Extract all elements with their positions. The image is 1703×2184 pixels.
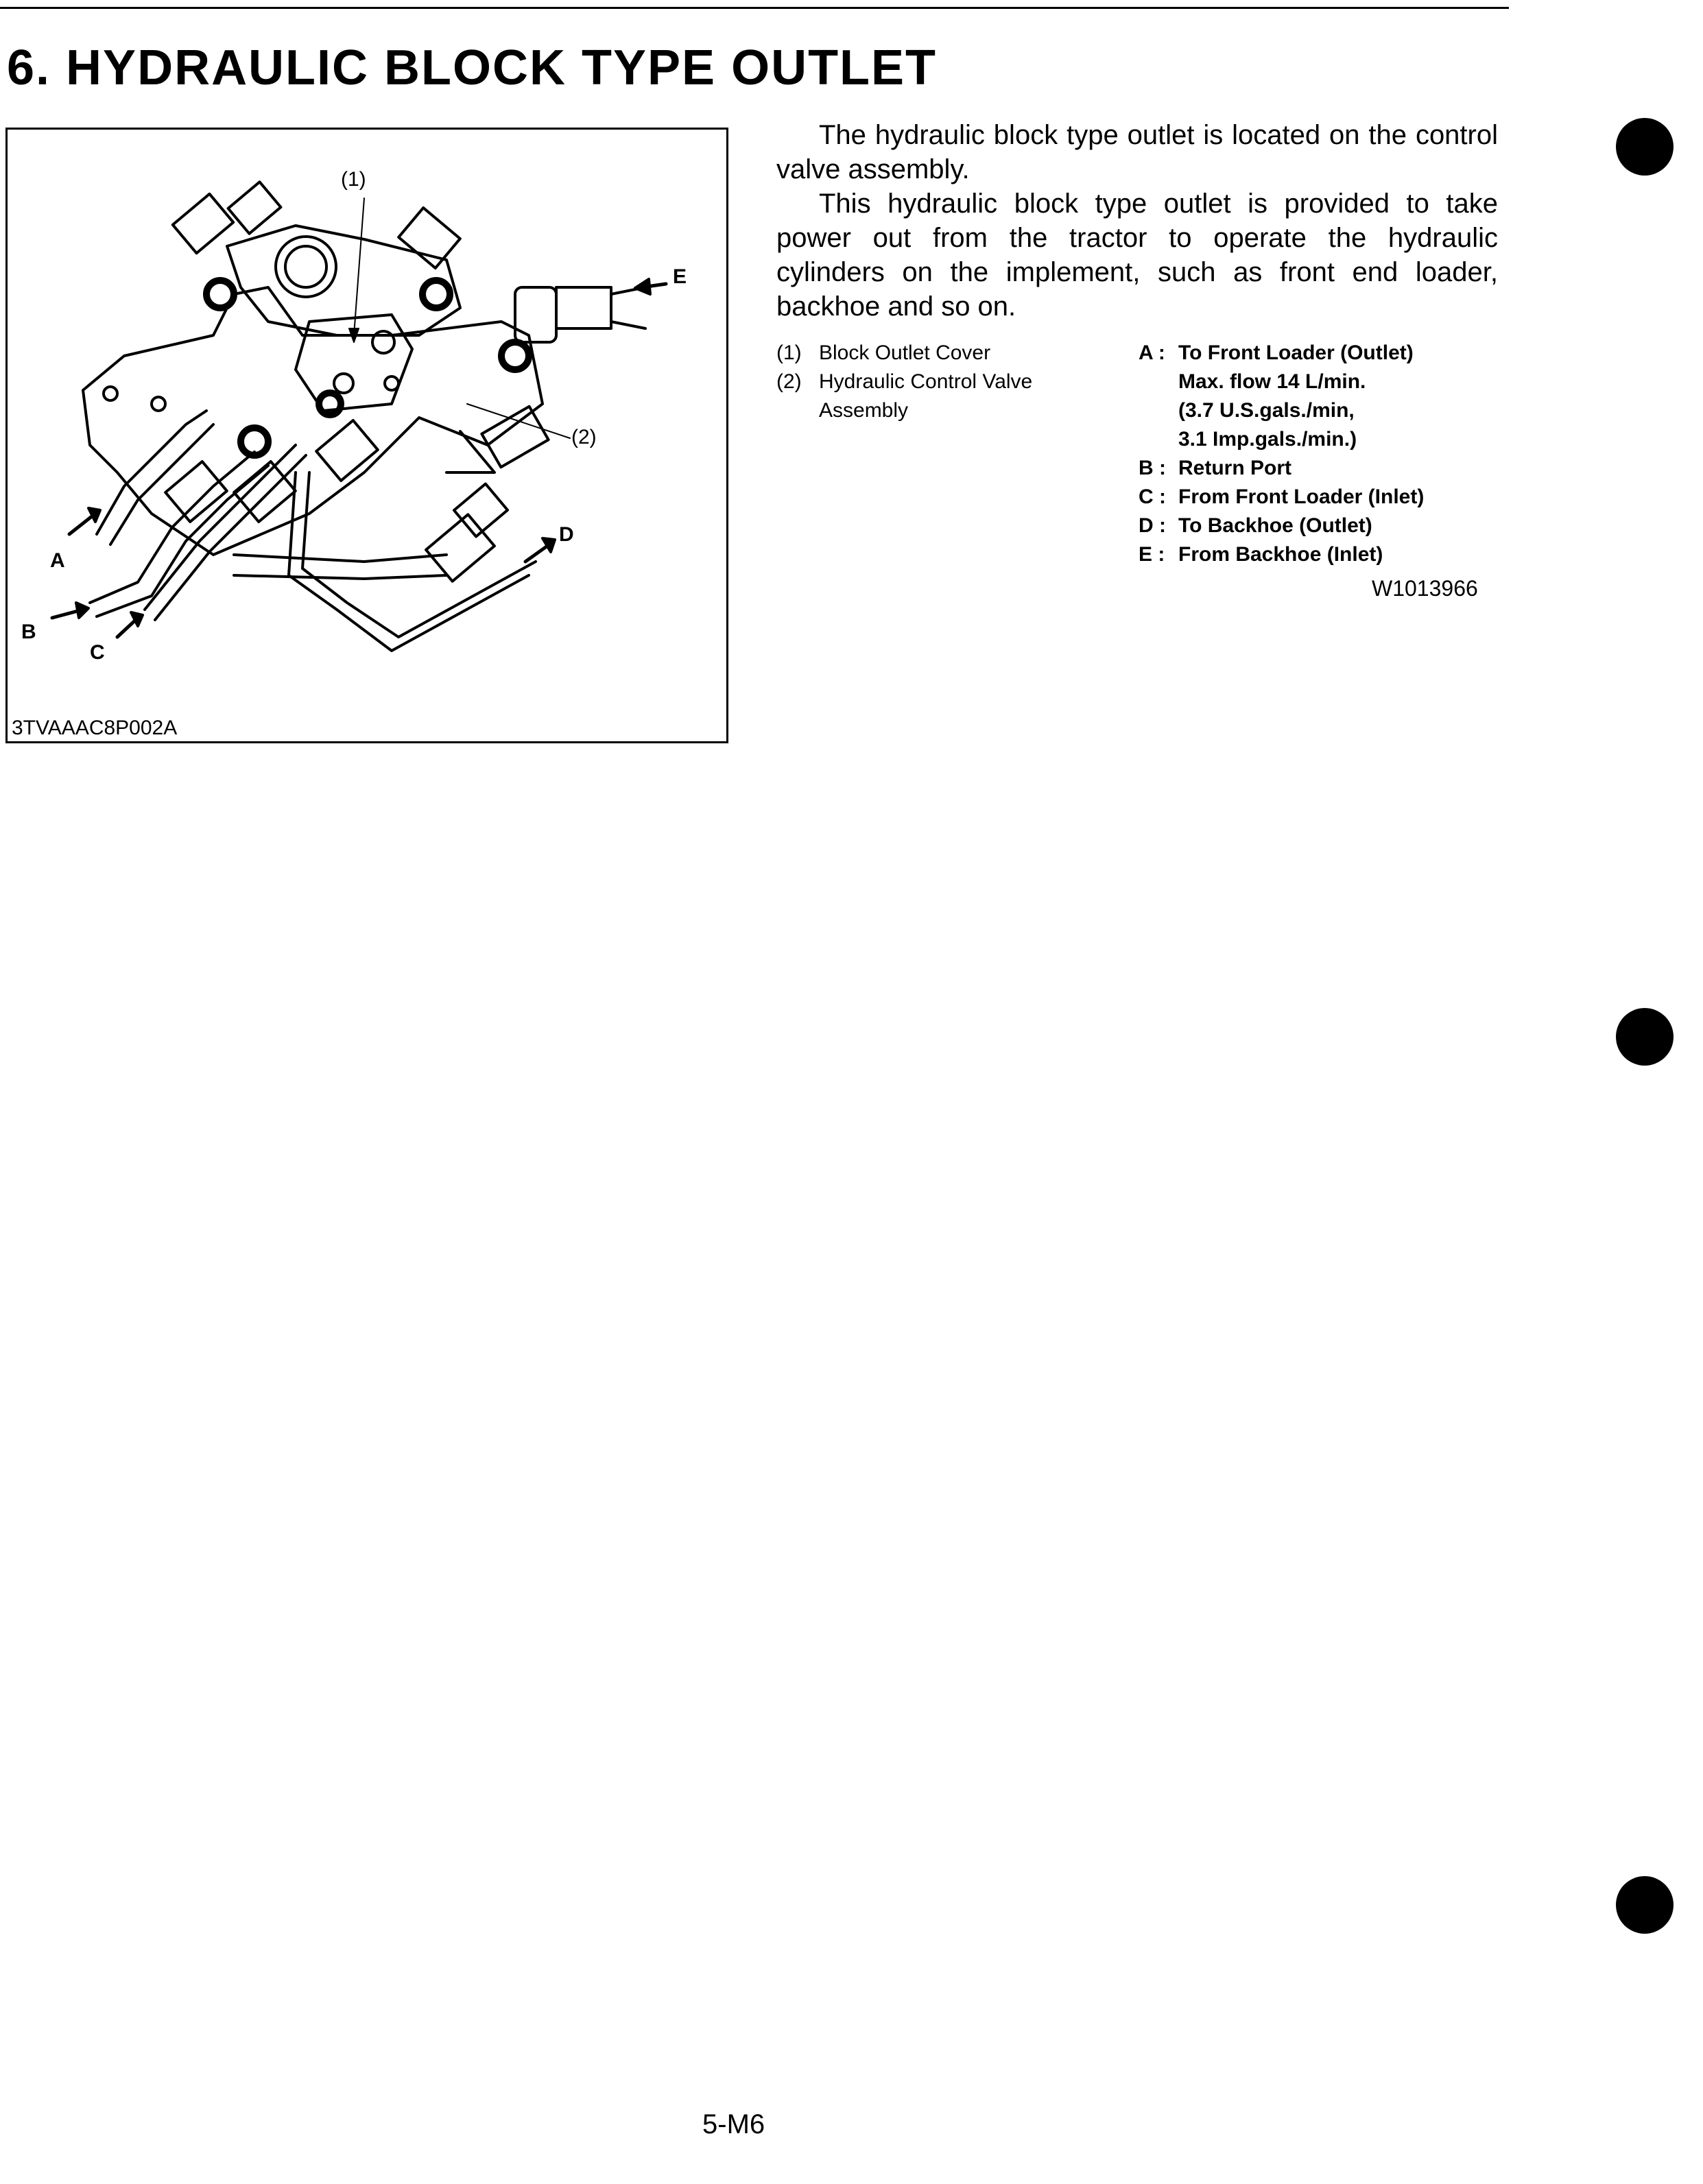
port-ring [274,235,337,298]
port-ring-inner [284,245,328,289]
binder-hole [1616,1008,1674,1066]
parts-legend: (1)Block Outlet Cover (2)Hydraulic Contr… [776,339,1032,425]
port-item: Max. flow 14 L/min. [1178,370,1366,393]
callout-b: B [21,621,36,643]
port-item: B :Return Port [1139,457,1291,479]
legend-item: Assembly [819,399,909,422]
port-item: A :To Front Loader (Outlet) [1139,341,1414,364]
tube-a [95,409,208,536]
section-title: 6. HYDRAULIC BLOCK TYPE OUTLET [7,40,938,95]
document-code: W1013966 [1372,576,1478,601]
body-paragraph-1: The hydraulic block type outlet is locat… [776,120,1498,184]
port-item: 3.1 Imp.gals./min.) [1178,428,1357,451]
binder-hole [1616,1876,1674,1934]
ports-legend: A :To Front Loader (Outlet) Max. flow 14… [1139,339,1424,569]
port-item: D :To Backhoe (Outlet) [1139,514,1372,537]
leader-1 [353,197,365,336]
bracket-plate [82,286,544,556]
body-paragraph-2: This hydraulic block type outlet is prov… [776,189,1498,322]
binder-hole [1616,118,1674,176]
leader-2 [466,403,571,439]
header-rule [0,7,1509,9]
legend-item: (1)Block Outlet Cover [776,341,991,364]
figure-illustration: (1) (2) A B C D E 3TVAAAC8P002A [5,128,728,743]
callout-1: (1) [341,168,366,191]
port-item: (3.7 U.S.gals./min, [1178,399,1355,422]
callout-d: D [559,523,574,546]
port-item: E :From Backhoe (Inlet) [1139,543,1383,566]
callout-a: A [50,549,65,572]
callout-2: (2) [571,426,597,448]
port-item: C :From Front Loader (Inlet) [1139,485,1425,508]
valve-body [226,224,462,337]
figure-code: 3TVAAAC8P002A [12,717,178,739]
page-number: 5-M6 [702,2109,765,2139]
callout-e: E [673,265,687,288]
hydraulic-valve-drawing [50,180,668,652]
callout-c: C [90,641,105,664]
block-outlet-cover [294,313,414,412]
legend-item: (2)Hydraulic Control Valve [776,370,1033,393]
